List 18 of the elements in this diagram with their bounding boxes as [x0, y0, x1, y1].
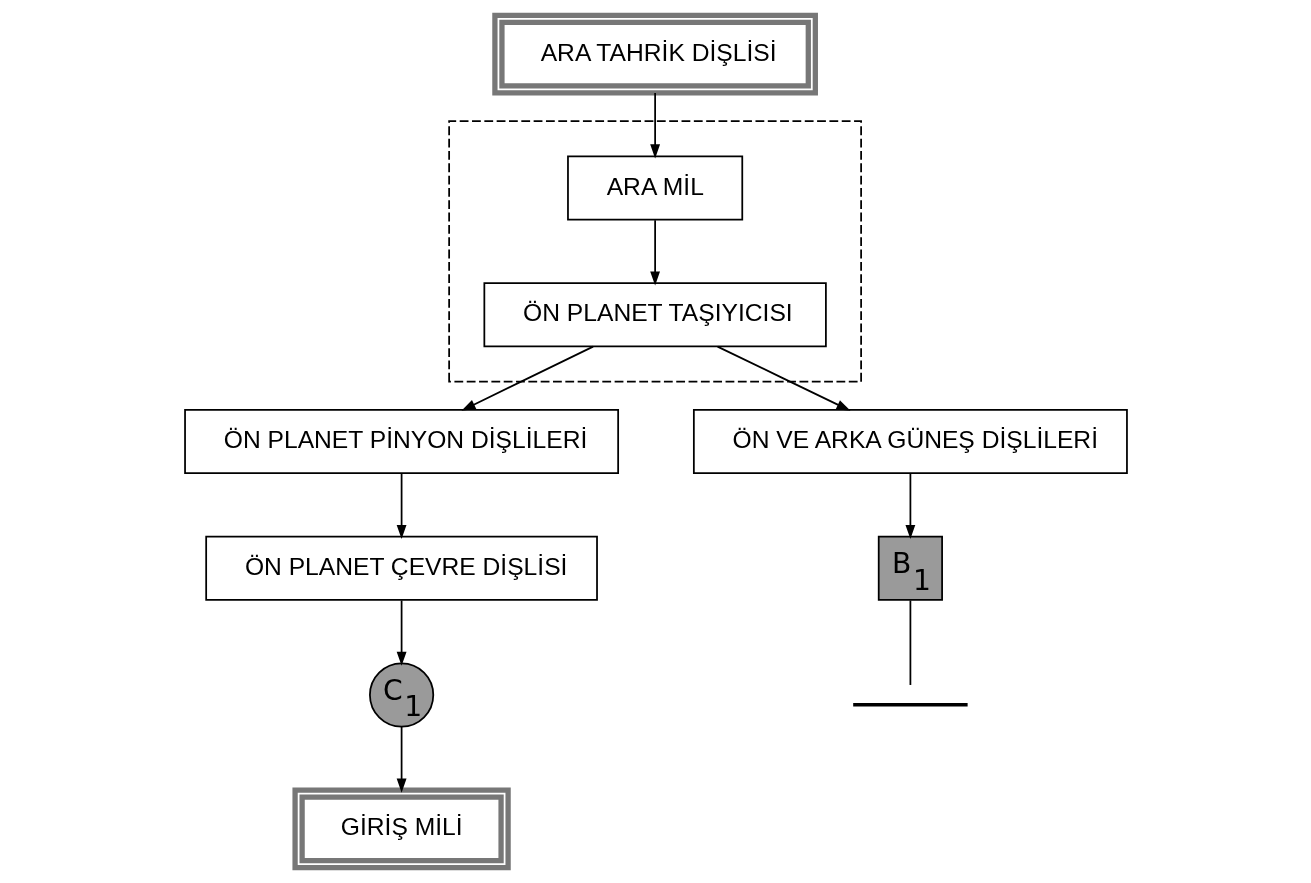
node-box: ARA TAHRİK DİŞLİSİ: [491, 12, 818, 96]
connector: [909, 599, 911, 686]
node-box: ÖN PLANET ÇEVRE DİŞLİSİ: [204, 535, 598, 601]
arrow: [396, 726, 407, 793]
node-box: ARA MİL: [566, 155, 743, 221]
node-box: ÖN PLANET TAŞIYICISI: [482, 282, 827, 348]
arrow: [649, 92, 660, 159]
node-ground: [852, 702, 968, 707]
arrow: [396, 599, 407, 666]
arrow: [460, 345, 594, 411]
arrow: [396, 472, 407, 540]
arrow: [649, 219, 660, 286]
arrow: [716, 345, 851, 411]
node-box: ÖN PLANET PİNYON DİŞLİLERİ: [183, 408, 619, 475]
cluster: [447, 120, 862, 383]
arrow: [904, 472, 915, 540]
node-box: ÖN VE ARKA GÜNEŞ DİŞLİLERİ: [692, 408, 1128, 475]
node-box: GİRİŞ MİLİ: [291, 787, 511, 871]
